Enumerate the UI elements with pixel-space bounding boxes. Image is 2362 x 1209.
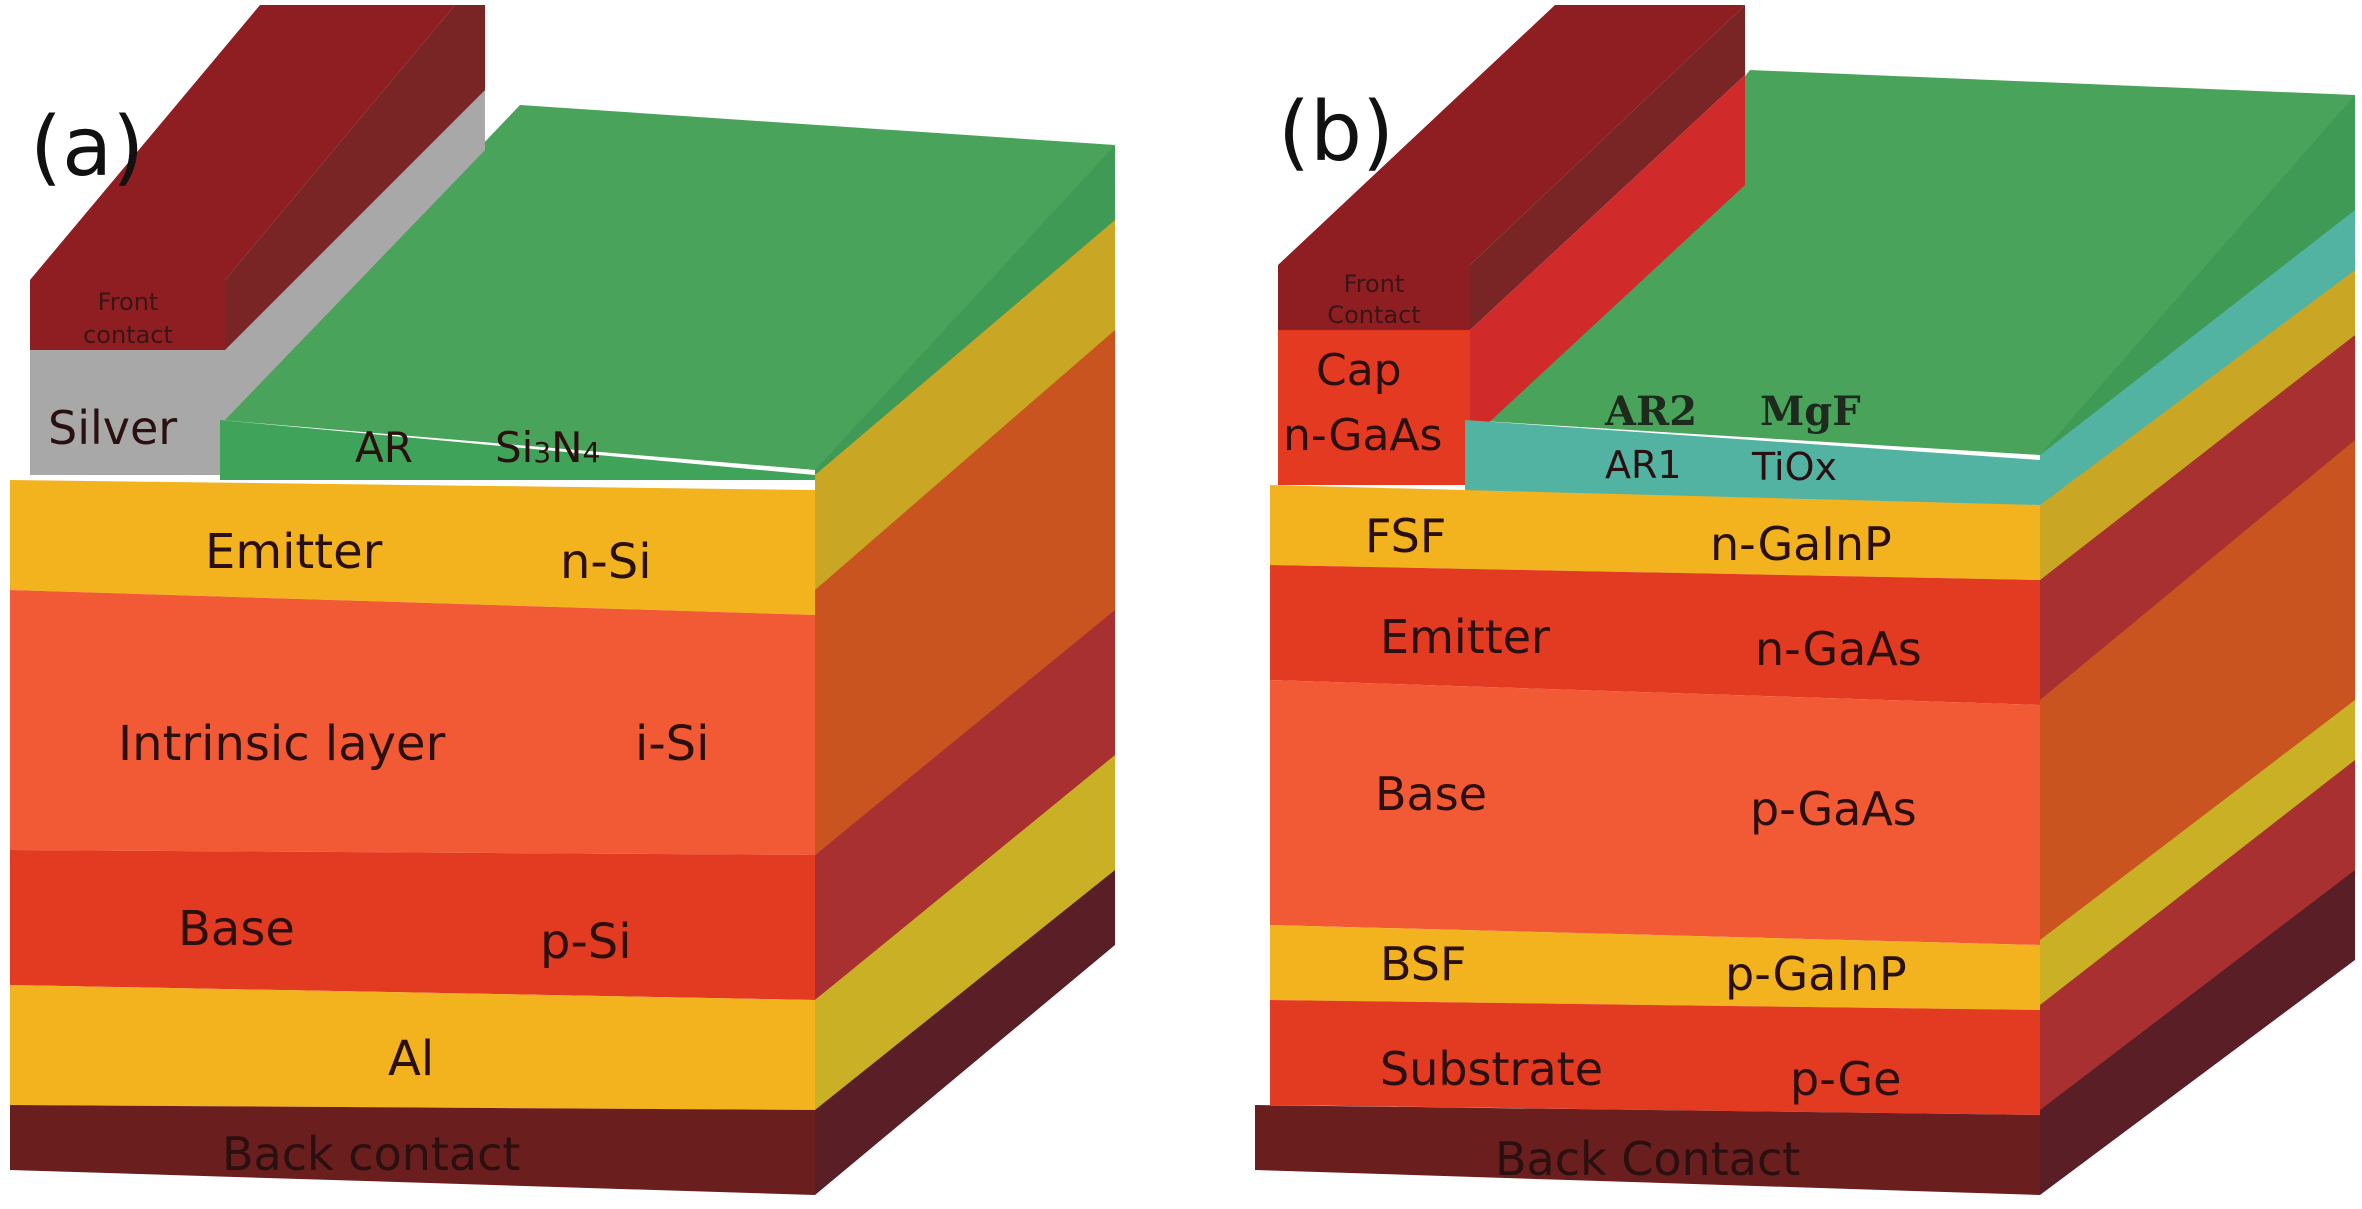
- a-front-intrinsic: [10, 590, 815, 855]
- b-bsf-material: p-GaInP: [1725, 947, 1907, 1001]
- a-emitter-material: n-Si: [560, 534, 652, 590]
- a-intrinsic-name: Intrinsic layer: [118, 716, 446, 772]
- panel-b: (b) Front Contact Cap n-GaAs AR2 MgF AR1…: [1255, 5, 2355, 1195]
- a-front-ar: [220, 420, 815, 480]
- b-fsf-material: n-GaInP: [1710, 517, 1892, 571]
- a-intrinsic-material: i-Si: [635, 716, 709, 772]
- a-al-name: Al: [388, 1031, 434, 1087]
- a-silver-side: [225, 90, 485, 420]
- a-side-intrinsic: [815, 330, 1115, 855]
- b-front-contact-line1: Front: [1344, 270, 1405, 298]
- b-side-base: [2040, 440, 2355, 945]
- b-emitter-material: n-GaAs: [1755, 622, 1922, 676]
- a-front-back: [10, 1105, 815, 1195]
- a-silver: [30, 350, 225, 475]
- a-silver-label: Silver: [48, 401, 177, 455]
- b-cap-line1: Cap: [1316, 345, 1402, 396]
- a-emitter-name: Emitter: [205, 524, 383, 580]
- b-ar1-label: AR1: [1605, 443, 1682, 487]
- b-cap-side: [1470, 75, 1745, 440]
- b-front-contact: [1278, 265, 1470, 330]
- b-side-fsf: [2040, 270, 2355, 580]
- b-ar2-material: MgF: [1760, 388, 1861, 435]
- a-front-base: [10, 850, 815, 1000]
- a-side-back: [815, 870, 1115, 1195]
- b-ar2-label: AR2: [1604, 388, 1697, 435]
- b-front-base: [1270, 680, 2040, 945]
- a-top-ar: [220, 105, 1115, 470]
- a-front-emitter: [10, 480, 815, 615]
- b-bsf-name: BSF: [1380, 937, 1466, 991]
- b-contact-side: [1470, 5, 1745, 330]
- b-front-ar1: [1465, 420, 2040, 505]
- b-side-substrate: [2040, 760, 2355, 1115]
- b-side-bsf: [2040, 700, 2355, 1010]
- b-side-emitter: [2040, 335, 2355, 705]
- b-back-contact: Back Contact: [1495, 1132, 1800, 1186]
- b-front-emitter: [1270, 565, 2040, 705]
- b-fsf-name: FSF: [1365, 509, 1446, 563]
- a-contact-top: [30, 5, 455, 280]
- panel-a: (a) Front contact Silver AR Si3N4 Emitte…: [10, 5, 1115, 1195]
- a-base-material: p-Si: [540, 914, 632, 970]
- a-panel-tag: (a): [30, 100, 144, 195]
- b-base-name: Base: [1375, 767, 1487, 821]
- a-side-emitter: [815, 220, 1115, 615]
- b-cap: [1278, 330, 1470, 485]
- a-front-contact-line2: contact: [83, 321, 173, 349]
- b-emitter-name: Emitter: [1380, 610, 1550, 664]
- b-front-back: [1255, 1105, 2040, 1195]
- a-ar-material: Si3N4: [495, 423, 600, 472]
- b-substrate-material: p-Ge: [1790, 1052, 1901, 1106]
- b-ar1-material: TiOx: [1751, 445, 1837, 489]
- b-base-material: p-GaAs: [1750, 782, 1917, 836]
- a-side-al: [815, 755, 1115, 1110]
- a-side-base: [815, 610, 1115, 1000]
- a-front-contact-line1: Front: [98, 288, 159, 316]
- b-front-bsf: [1270, 925, 2040, 1010]
- b-front-contact-line2: Contact: [1327, 301, 1420, 329]
- b-substrate-name: Substrate: [1380, 1042, 1603, 1096]
- a-back-contact: Back contact: [222, 1127, 520, 1181]
- b-panel-tag: (b): [1278, 85, 1394, 180]
- a-base-name: Base: [178, 901, 295, 957]
- b-contact-top: [1278, 5, 1745, 265]
- a-front-contact: [30, 280, 225, 350]
- b-front-substrate: [1270, 1000, 2040, 1115]
- b-cap-line2: n-GaAs: [1283, 410, 1442, 461]
- a-ar-label: AR: [355, 423, 413, 472]
- b-front-fsf: [1270, 485, 2040, 580]
- a-front-al: [10, 985, 815, 1110]
- b-side-ar1: [2040, 210, 2355, 510]
- b-side-back: [2040, 870, 2355, 1195]
